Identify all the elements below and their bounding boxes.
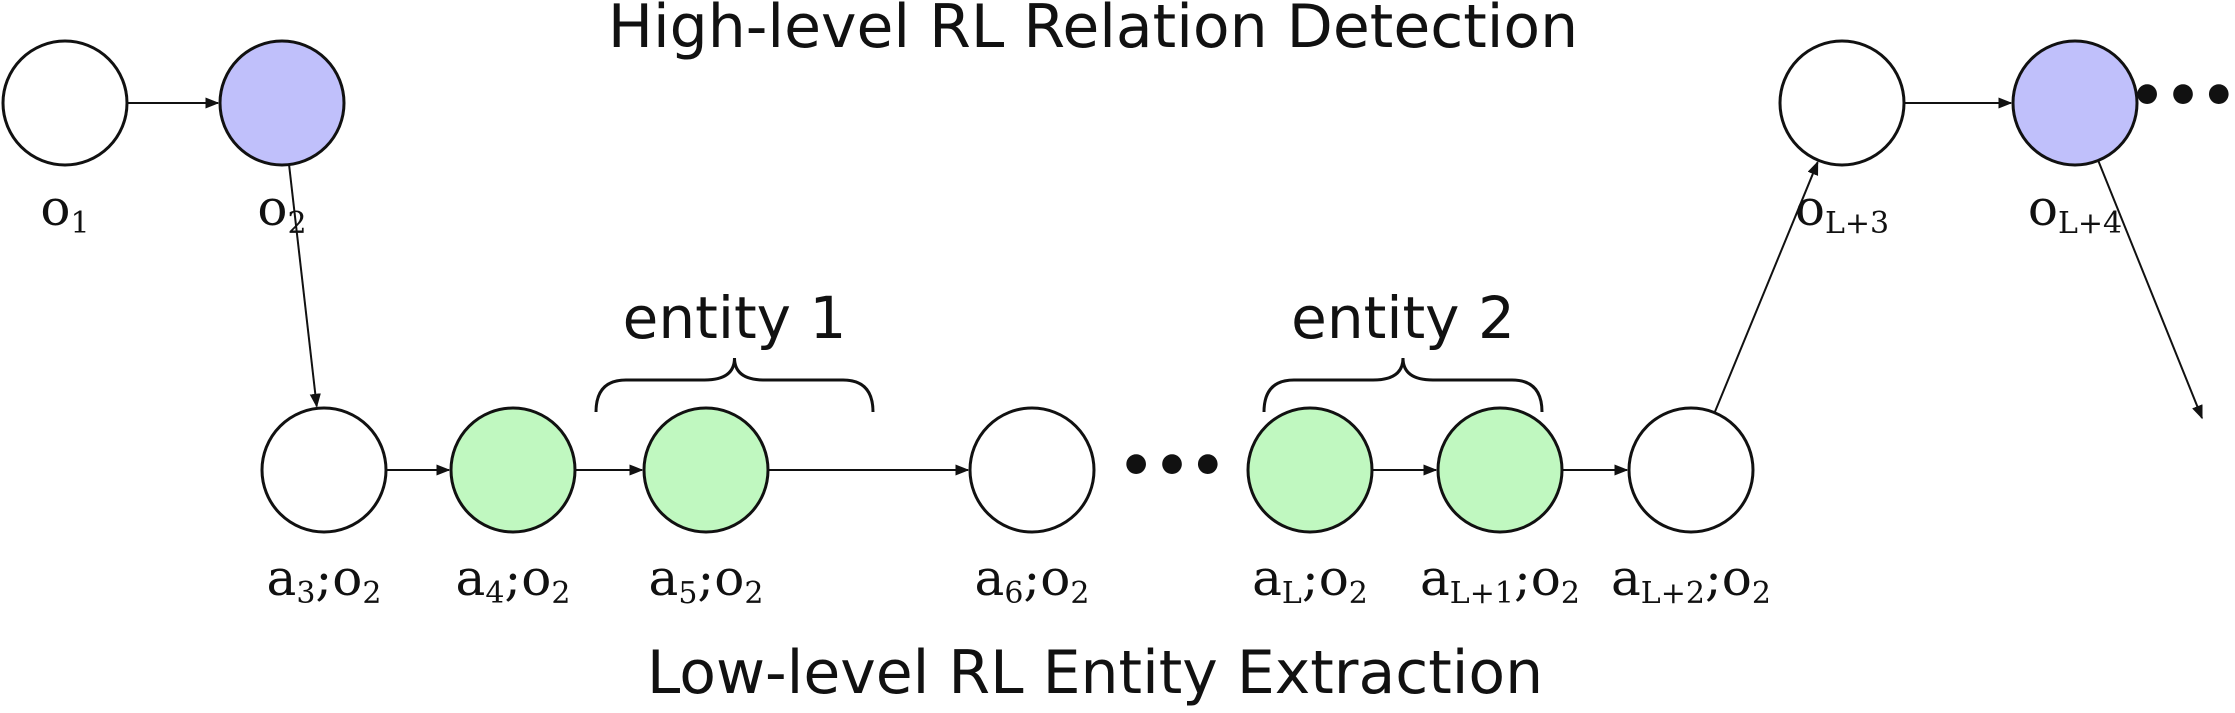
- node-aL2: [1627, 406, 1755, 534]
- label-aL: aL;o2: [1252, 549, 1368, 611]
- label-entity2: entity 2: [1291, 284, 1515, 352]
- label-a3: a3;o2: [267, 549, 382, 611]
- node-a6: [968, 406, 1096, 534]
- label-aL2: aL+2;o2: [1611, 549, 1771, 611]
- node-oL3: [1778, 39, 1906, 167]
- low-level-title: Low-level RL Entity Extraction: [647, 638, 1543, 708]
- node-aL: [1246, 406, 1374, 534]
- label-a6: a6;o2: [975, 549, 1090, 611]
- nodes: [1, 39, 2139, 534]
- edge-o2-to-a3: [288, 164, 321, 408]
- node-aL1: [1436, 406, 1564, 534]
- node-a3: [260, 406, 388, 534]
- ellipsis-low-level: •••: [1118, 434, 1225, 499]
- label-o2: o2: [257, 179, 306, 241]
- node-o1: [1, 39, 129, 167]
- label-a5: a5;o2: [649, 549, 764, 611]
- node-o2: [218, 39, 346, 167]
- edges: [127, 97, 2203, 476]
- label-o1: o1: [40, 179, 89, 241]
- node-labels: o1 o2 oL+3 oL+4 a3;o2 a4;o2 a5;o2 a6;o2 aL;o2 aL+…: [40, 179, 2122, 611]
- label-aL1: aL+1;o2: [1420, 549, 1580, 611]
- edge-aL2-to-oL3: [1713, 160, 1819, 414]
- edge-oL4-outgoing: [2097, 160, 2203, 420]
- label-a4: a4;o2: [456, 549, 571, 611]
- brace-entity2: [1262, 357, 1544, 413]
- node-a5: [642, 406, 770, 534]
- label-entity1: entity 1: [623, 284, 847, 352]
- high-level-title: High-level RL Relation Detection: [608, 0, 1578, 62]
- node-oL4: [2011, 39, 2139, 167]
- entity-braces: entity 1 entity 2: [594, 284, 1544, 413]
- brace-entity1: [594, 357, 875, 413]
- ellipsis-high-level: •••: [2129, 64, 2235, 129]
- label-oL3: oL+3: [1795, 179, 1889, 241]
- label-oL4: oL+4: [2028, 179, 2122, 241]
- node-a4: [449, 406, 577, 534]
